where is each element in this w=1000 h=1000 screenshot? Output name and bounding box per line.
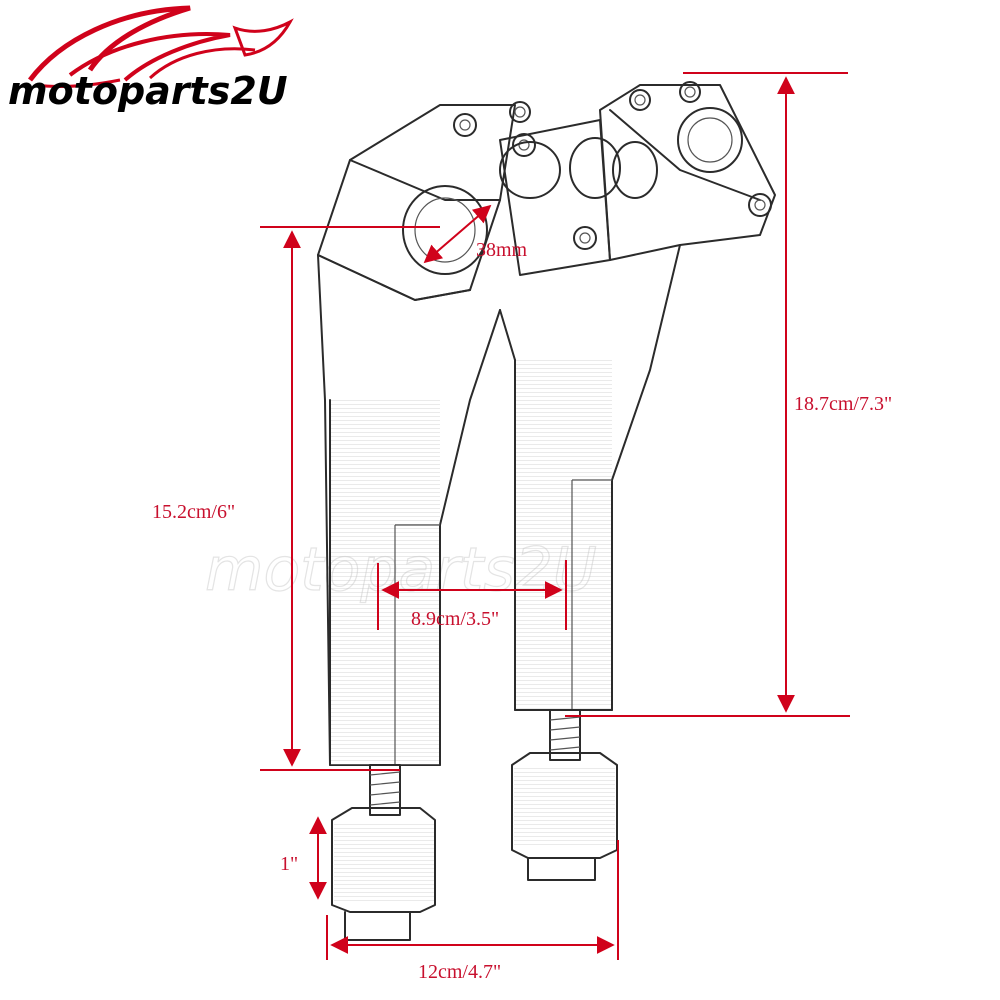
brand-logo: motoparts2U xyxy=(8,5,294,113)
overall-height-dimension: 18.7cm/7.3" xyxy=(565,72,892,717)
base-width-dimension: 12cm/4.7" xyxy=(326,840,619,983)
rise-height-dimension: 15.2cm/6" xyxy=(152,226,440,771)
center-spacing-dimension: 8.9cm/3.5" xyxy=(377,560,567,630)
swoosh-icon xyxy=(28,5,294,88)
clamp-diameter-dimension: 38mm xyxy=(423,204,528,264)
base-width-label: 12cm/4.7" xyxy=(418,961,501,983)
clamp-diameter-label: 38mm xyxy=(476,239,528,261)
nut-height-label: 1" xyxy=(280,853,298,875)
nut-height-dimension: 1" xyxy=(280,816,327,900)
logo-text: motoparts2U xyxy=(8,69,288,113)
overall-height-label: 18.7cm/7.3" xyxy=(794,393,892,415)
rise-height-label: 15.2cm/6" xyxy=(152,501,235,523)
right-riser xyxy=(499,81,776,881)
center-spacing-label: 8.9cm/3.5" xyxy=(411,608,499,630)
